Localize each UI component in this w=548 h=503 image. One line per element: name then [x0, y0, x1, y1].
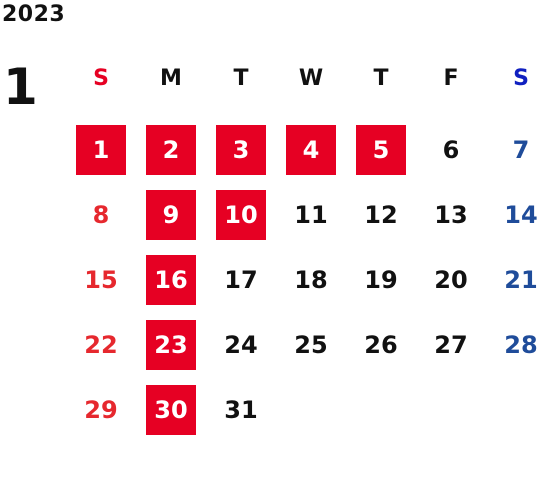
calendar-day-3[interactable]: 3: [216, 125, 266, 175]
calendar-day-2[interactable]: 2: [146, 125, 196, 175]
calendar-day-17[interactable]: 17: [224, 266, 258, 294]
weekday-header-thu: T: [373, 66, 389, 91]
weekday-header-fri: F: [443, 66, 459, 91]
weekday-header-sat: S: [513, 66, 529, 91]
calendar-day-13[interactable]: 13: [434, 201, 468, 229]
calendar-day-10[interactable]: 10: [216, 190, 266, 240]
calendar-day-1[interactable]: 1: [76, 125, 126, 175]
calendar-day-25[interactable]: 25: [294, 331, 328, 359]
calendar-day-28[interactable]: 28: [504, 331, 538, 359]
calendar-day-9[interactable]: 9: [146, 190, 196, 240]
calendar-month: 1: [3, 58, 38, 116]
weekday-header-mon: M: [160, 66, 182, 91]
calendar-day-8[interactable]: 8: [92, 201, 110, 229]
calendar-day-22[interactable]: 22: [84, 331, 118, 359]
calendar-day-23[interactable]: 23: [146, 320, 196, 370]
calendar-day-7[interactable]: 7: [512, 136, 530, 164]
calendar-day-31[interactable]: 31: [224, 396, 258, 424]
calendar-day-27[interactable]: 27: [434, 331, 468, 359]
calendar-day-24[interactable]: 24: [224, 331, 258, 359]
calendar-day-4[interactable]: 4: [286, 125, 336, 175]
calendar-day-26[interactable]: 26: [364, 331, 398, 359]
calendar-day-11[interactable]: 11: [294, 201, 328, 229]
calendar-day-6[interactable]: 6: [442, 136, 460, 164]
calendar-day-14[interactable]: 14: [504, 201, 538, 229]
calendar-day-20[interactable]: 20: [434, 266, 468, 294]
calendar-day-12[interactable]: 12: [364, 201, 398, 229]
calendar-year: 2023: [2, 2, 66, 27]
weekday-header-tue: T: [233, 66, 249, 91]
weekday-header-wed: W: [298, 66, 324, 91]
calendar-day-30[interactable]: 30: [146, 385, 196, 435]
calendar-day-18[interactable]: 18: [294, 266, 328, 294]
calendar-day-19[interactable]: 19: [364, 266, 398, 294]
weekday-header-sun: S: [93, 66, 109, 91]
calendar-day-21[interactable]: 21: [504, 266, 538, 294]
calendar-day-15[interactable]: 15: [84, 266, 118, 294]
calendar-day-5[interactable]: 5: [356, 125, 406, 175]
calendar-day-29[interactable]: 29: [84, 396, 118, 424]
calendar-day-16[interactable]: 16: [146, 255, 196, 305]
